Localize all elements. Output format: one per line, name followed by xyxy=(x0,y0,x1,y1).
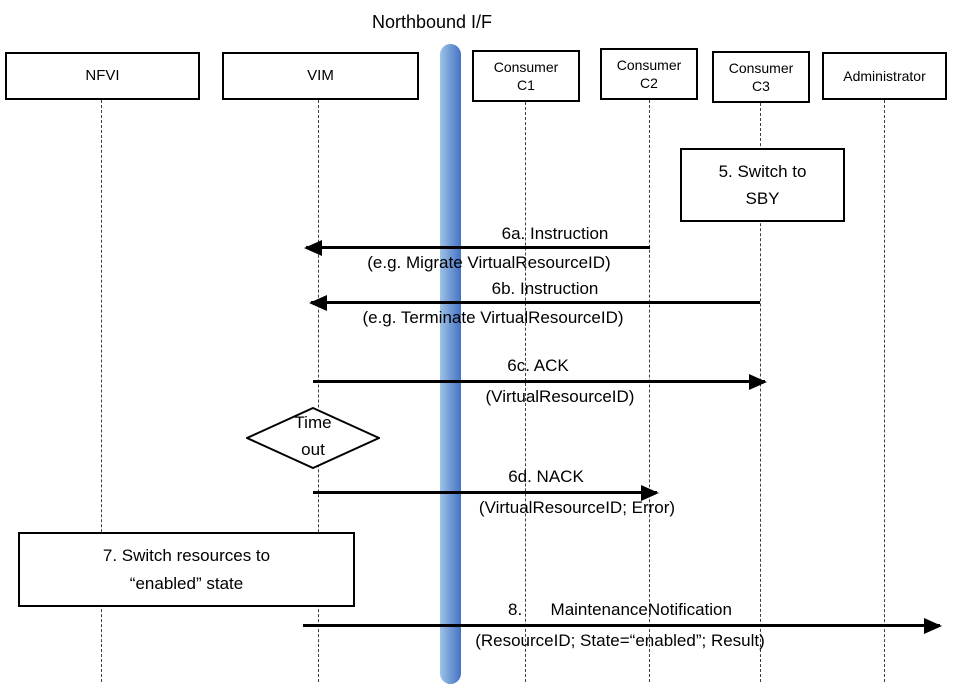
arrowhead-right-icon xyxy=(641,485,659,501)
actor-administrator: Administrator xyxy=(822,52,947,100)
arrowhead-left-icon xyxy=(309,295,327,311)
message-6d-arrow xyxy=(313,485,659,501)
message-6b-arrow xyxy=(309,295,760,311)
message-6a-arrow xyxy=(304,240,650,256)
message-6a-detail: (e.g. Migrate VirtualResourceID) xyxy=(367,253,611,272)
actor-consumer-c1: Consumer C1 xyxy=(472,50,580,102)
message-6b-detail: (e.g. Terminate VirtualResourceID) xyxy=(362,308,624,327)
diagram-title: Northbound I/F xyxy=(371,12,493,32)
note-step-7-switch-resources: 7. Switch resources to “enabled” state xyxy=(18,532,355,607)
message-6b-label: 6b. Instruction xyxy=(491,279,599,298)
message-6c-detail: (VirtualResourceID) xyxy=(485,387,635,406)
lifeline-nfvi xyxy=(101,100,102,682)
actor-consumer-c3: Consumer C3 xyxy=(712,51,810,103)
lifeline-vim xyxy=(318,100,319,682)
note-step-5-switch-to-sby: 5. Switch to SBY xyxy=(680,148,845,222)
northbound-bar xyxy=(440,44,461,684)
timeout-decision xyxy=(244,406,382,470)
diamond-shape-icon xyxy=(244,406,382,470)
actor-consumer-c2: Consumer C2 xyxy=(600,48,698,100)
lifeline-consumer-c1 xyxy=(525,102,526,682)
timeout-decision-label: Time out xyxy=(294,413,332,460)
lifeline-administrator xyxy=(884,100,885,682)
lifeline-consumer-c3 xyxy=(760,103,761,682)
message-6d-label: 6d. NACK xyxy=(508,467,584,486)
arrowhead-left-icon xyxy=(304,240,322,256)
message-6c-label: 6c. ACK xyxy=(507,356,569,375)
message-8-arrow xyxy=(303,618,942,634)
lifeline-consumer-c2 xyxy=(649,100,650,682)
message-6d-detail: (VirtualResourceID; Error) xyxy=(478,498,676,517)
actor-vim: VIM xyxy=(222,52,419,100)
message-8-detail: (ResourceID; State=“enabled”; Result) xyxy=(475,631,765,650)
message-8-label: 8. MaintenanceNotification xyxy=(508,600,732,619)
actor-nfvi: NFVI xyxy=(5,52,200,100)
arrowhead-right-icon xyxy=(749,374,767,390)
message-6c-arrow xyxy=(313,374,767,390)
message-6a-label: 6a. Instruction xyxy=(501,224,609,243)
arrowhead-right-icon xyxy=(924,618,942,634)
